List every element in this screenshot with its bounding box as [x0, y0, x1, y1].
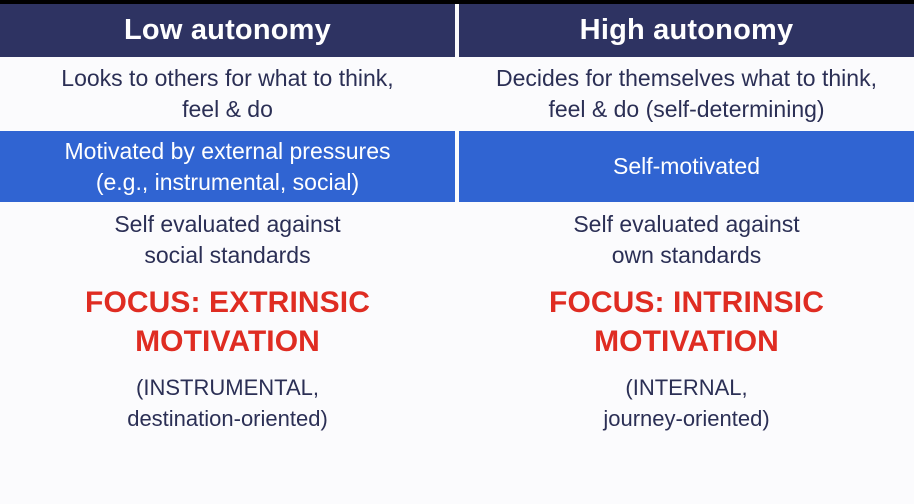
cell-self-evaluation-low: Self evaluated against social standards — [0, 202, 455, 278]
cell-focus-high: FOCUS: INTRINSIC MOTIVATION — [459, 278, 914, 365]
cell-focus-high-text: FOCUS: INTRINSIC MOTIVATION — [549, 285, 824, 358]
table-row-description: Looks to others for what to think, feel … — [0, 57, 914, 131]
bottom-whitespace — [0, 445, 914, 504]
column-header-low-autonomy-label: Low autonomy — [123, 14, 331, 46]
cell-focus-detail-low-text: (INSTRUMENTAL, destination-oriented) — [127, 375, 328, 431]
table-row-self-evaluation: Self evaluated against social standards … — [0, 202, 914, 278]
cell-motivation-source-high: Self-motivated — [459, 131, 914, 202]
column-divider — [455, 131, 459, 202]
table-row-focus: FOCUS: EXTRINSIC MOTIVATION FOCUS: INTRI… — [0, 278, 914, 365]
column-divider — [455, 4, 459, 57]
cell-self-evaluation-high: Self evaluated against own standards — [459, 202, 914, 278]
cell-description-high-text: Decides for themselves what to think, fe… — [496, 65, 877, 122]
cell-description-low-text: Looks to others for what to think, feel … — [61, 65, 394, 122]
cell-focus-detail-high: (INTERNAL, journey-oriented) — [459, 365, 914, 441]
cell-focus-detail-low: (INSTRUMENTAL, destination-oriented) — [0, 365, 455, 441]
top-black-band — [0, 0, 914, 4]
cell-motivation-source-low-text: Motivated by external pressures (e.g., i… — [64, 137, 391, 195]
cell-self-evaluation-high-text: Self evaluated against own standards — [573, 211, 800, 268]
cell-self-evaluation-low-text: Self evaluated against social standards — [114, 211, 341, 268]
column-header-high-autonomy: High autonomy — [459, 4, 914, 57]
cell-focus-low: FOCUS: EXTRINSIC MOTIVATION — [0, 278, 455, 365]
column-divider — [455, 365, 459, 441]
cell-description-high: Decides for themselves what to think, fe… — [459, 57, 914, 131]
column-divider — [455, 57, 459, 131]
cell-focus-detail-high-text: (INTERNAL, journey-oriented) — [603, 375, 770, 431]
cell-focus-low-text: FOCUS: EXTRINSIC MOTIVATION — [85, 285, 370, 358]
autonomy-comparison-table: Low autonomy High autonomy Looks to othe… — [0, 4, 914, 441]
column-divider — [455, 278, 459, 365]
table-row-focus-detail: (INSTRUMENTAL, destination-oriented) (IN… — [0, 365, 914, 441]
cell-motivation-source-low: Motivated by external pressures (e.g., i… — [0, 131, 455, 202]
column-divider — [455, 202, 459, 278]
column-header-high-autonomy-label: High autonomy — [579, 14, 794, 46]
cell-description-low: Looks to others for what to think, feel … — [0, 57, 455, 131]
column-header-low-autonomy: Low autonomy — [0, 4, 455, 57]
cell-motivation-source-high-text: Self-motivated — [612, 153, 760, 179]
table-header-row: Low autonomy High autonomy — [0, 4, 914, 57]
table-row-motivation-source: Motivated by external pressures (e.g., i… — [0, 131, 914, 202]
